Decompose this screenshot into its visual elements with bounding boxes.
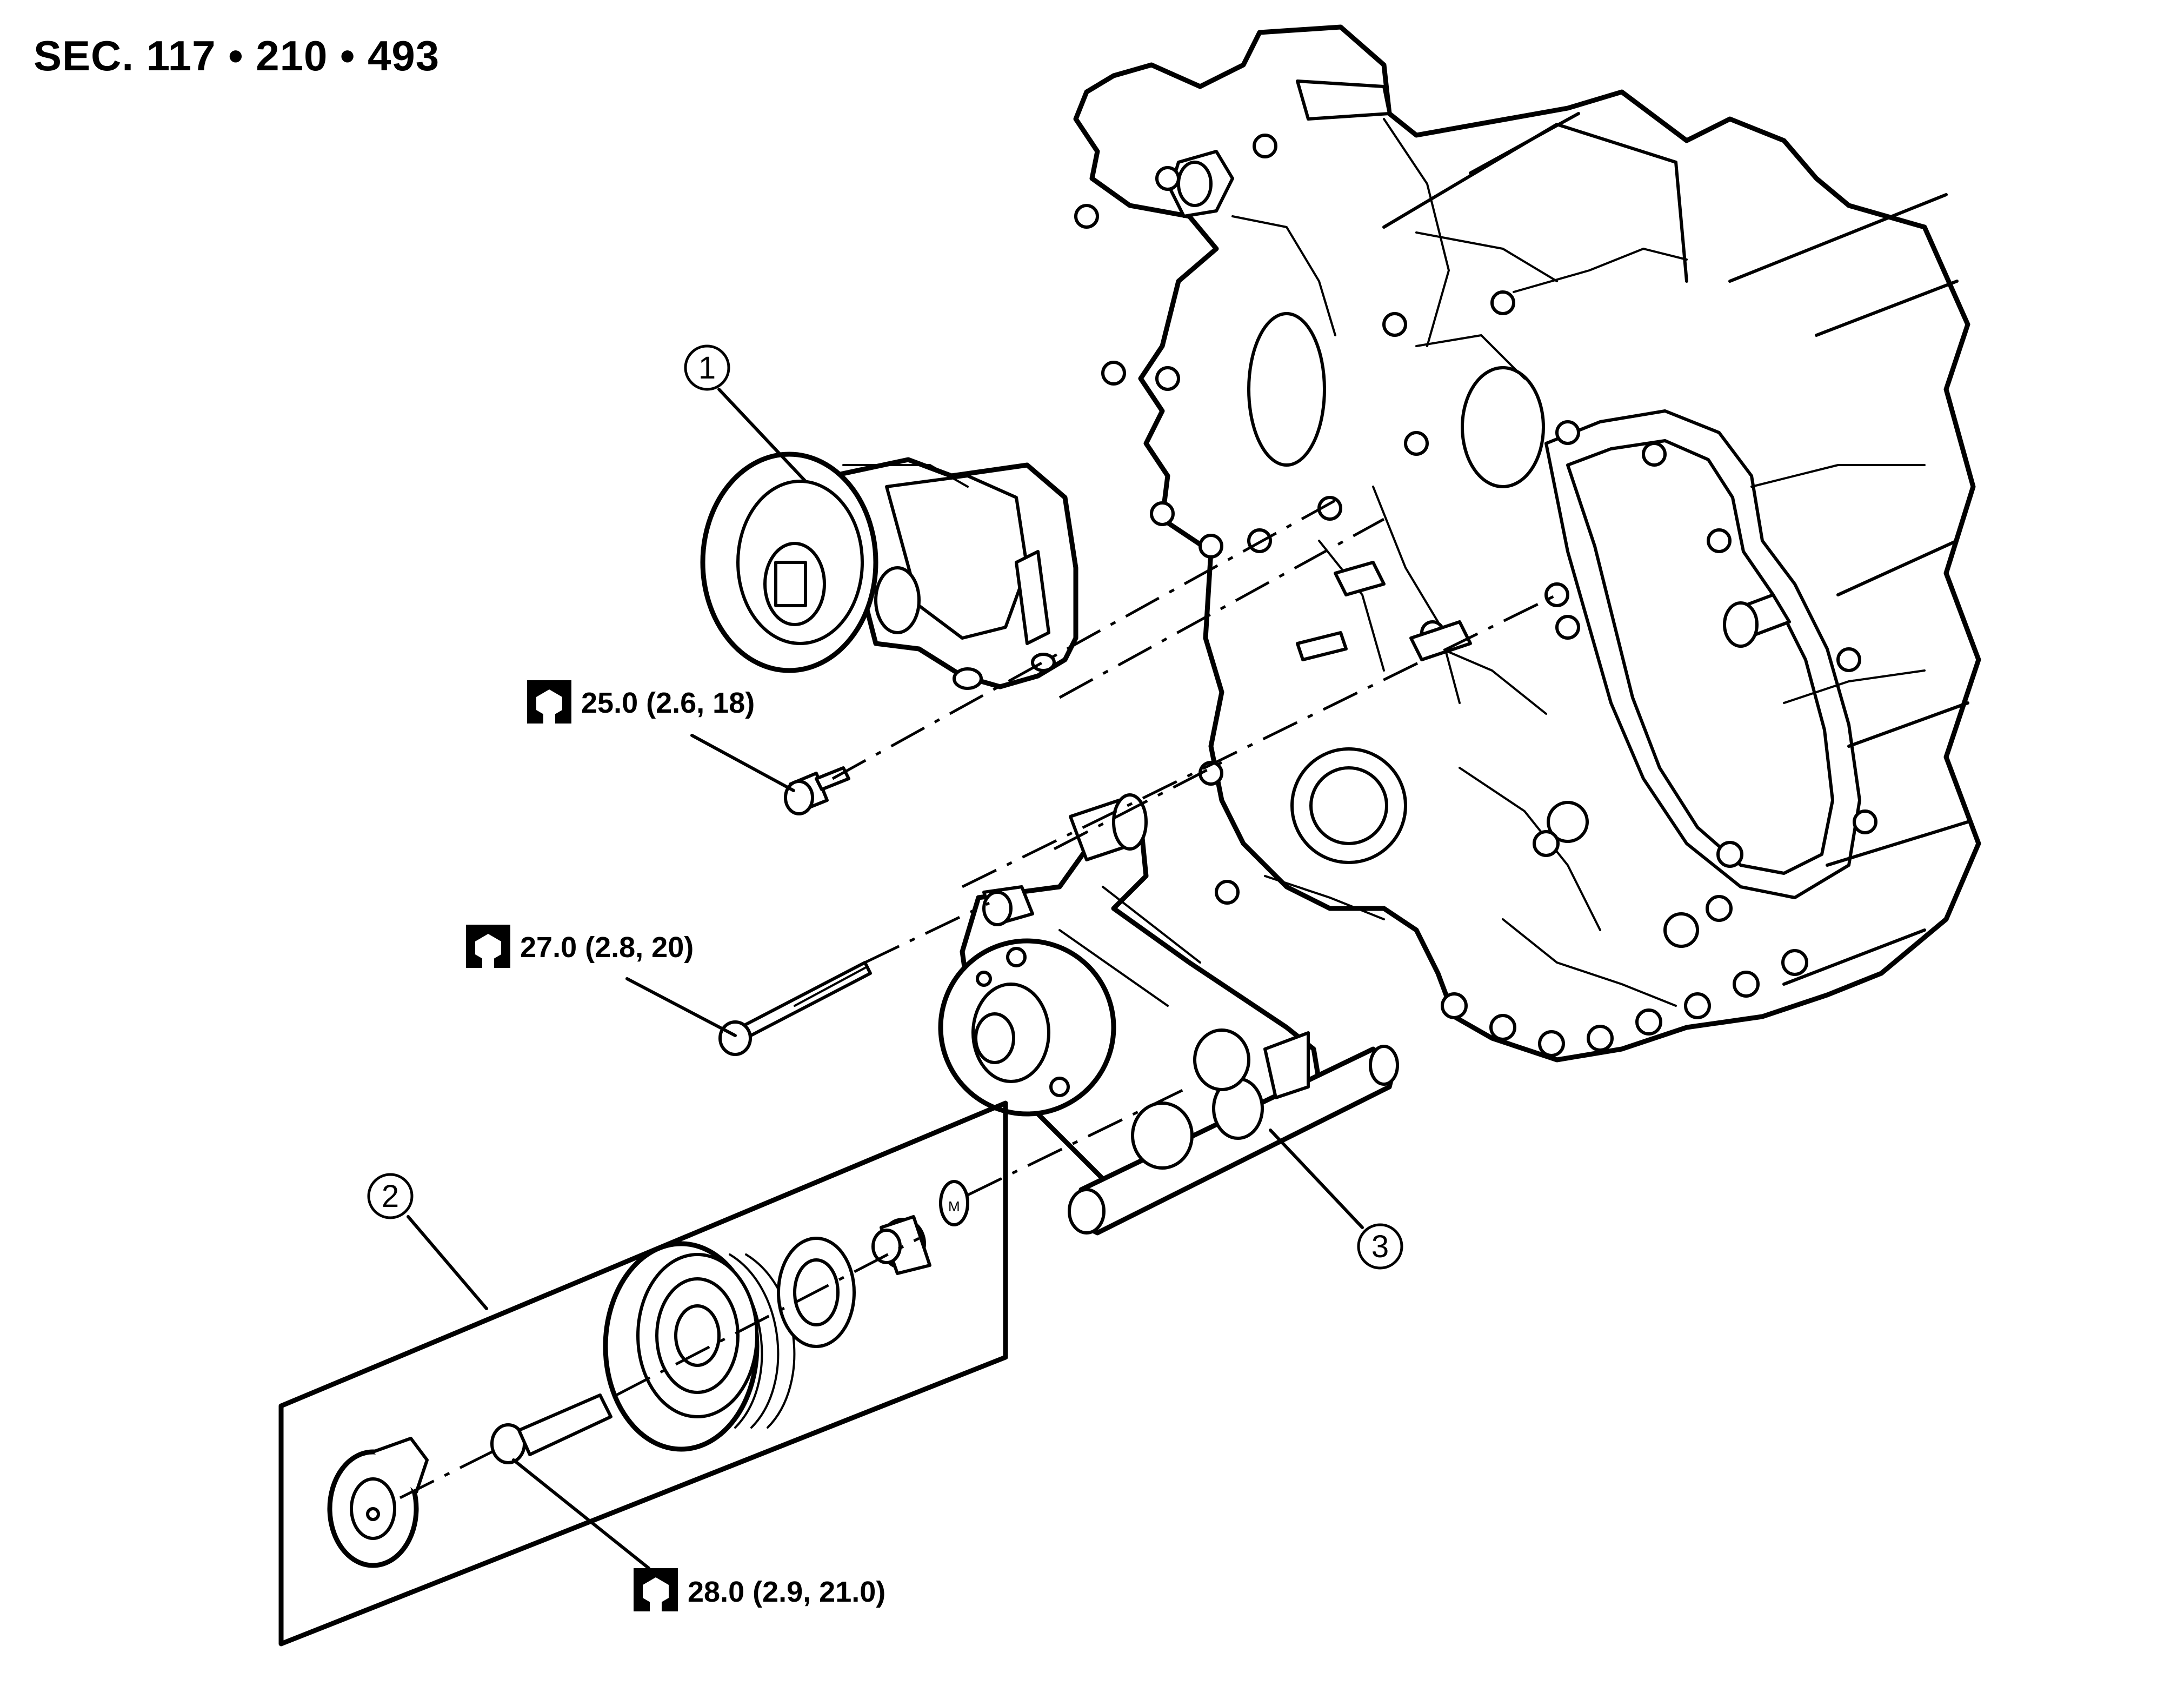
section-reference: SEC. 117 • 210 • 493 — [34, 32, 440, 79]
torque-spec-pulley-bolt: 28.0 (2.9, 21.0) — [512, 1458, 885, 1611]
callout-1: 1 — [684, 344, 807, 483]
callout-3: 3 — [1269, 1129, 1403, 1270]
torque-value-tensioner-bolt: 25.0 (2.6, 18) — [581, 687, 755, 719]
torque-spec-bracket-bolt: 27.0 (2.8, 20) — [466, 925, 737, 1037]
idler-pulley-kit-frame — [278, 1100, 1008, 1647]
torque-value-bracket-bolt: 27.0 (2.8, 20) — [520, 931, 694, 964]
drive-belt-auto-tensioner — [700, 452, 1078, 690]
callout-2: 2 — [367, 1173, 488, 1310]
assembly-centerlines — [399, 496, 1558, 1499]
torque-value-pulley-bolt: 28.0 (2.9, 21.0) — [688, 1576, 885, 1608]
idler-pulley-bracket — [938, 793, 1399, 1236]
idler-pulley-assembly: M — [327, 1180, 969, 1568]
bracket-bolt — [718, 961, 872, 1056]
callout-1-label: 1 — [698, 350, 716, 386]
svg-text:M: M — [948, 1198, 960, 1214]
callout-3-label: 3 — [1371, 1229, 1389, 1264]
callout-2-label: 2 — [382, 1179, 399, 1214]
engine-front-cover — [1073, 24, 1981, 1063]
torque-spec-tensioner-bolt: 25.0 (2.6, 18) — [527, 680, 795, 792]
